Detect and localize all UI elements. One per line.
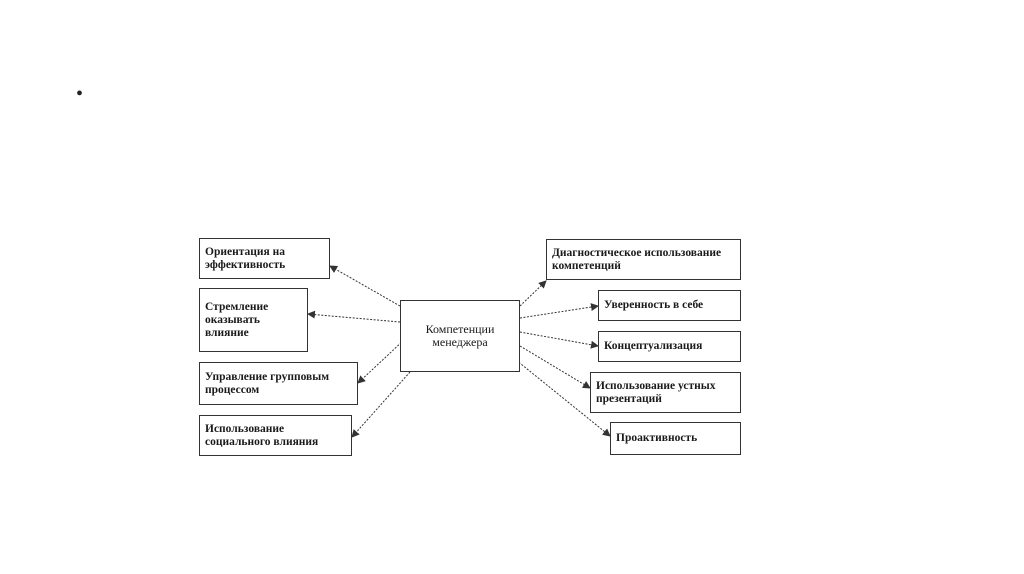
right-node-4: Использование устных презентаций	[590, 372, 741, 413]
left-node-1-label: Ориентация на эффективность	[205, 245, 286, 271]
left-node-4-label: Использование социального влияния	[205, 422, 319, 448]
connector-left-2	[307, 310, 401, 323]
right-node-1: Диагностическое использование компетенци…	[546, 239, 741, 280]
center-node: Компетенции менеджера	[400, 300, 520, 372]
left-node-2-label: Стремление оказывать влияние	[205, 300, 269, 339]
connector-left-3	[357, 339, 405, 384]
bullet-marker: •	[76, 83, 84, 105]
left-node-3: Управление групповым процессом	[199, 362, 358, 405]
right-node-2: Уверенность в себе	[598, 290, 741, 321]
right-node-3-label: Концептуализация	[604, 340, 703, 352]
connector-right-5	[515, 359, 611, 437]
left-node-1: Ориентация на эффективность	[199, 238, 330, 279]
center-node-label: Компетенции менеджера	[425, 322, 495, 349]
left-node-2: Стремление оказывать влияние	[199, 288, 308, 352]
right-node-4-label: Использование устных презентаций	[596, 379, 716, 405]
connector-left-4	[351, 371, 411, 438]
connector-right-2	[519, 303, 599, 319]
right-node-1-label: Диагностическое использование компетенци…	[552, 246, 722, 272]
right-node-5-label: Проактивность	[616, 432, 698, 444]
connector-right-3	[519, 331, 599, 349]
left-node-3-label: Управление групповым процессом	[205, 370, 330, 396]
right-node-3: Концептуализация	[598, 331, 741, 362]
right-node-5: Проактивность	[610, 422, 741, 455]
connector-right-1	[519, 280, 547, 307]
right-node-2-label: Уверенность в себе	[604, 299, 704, 311]
connector-right-4	[519, 345, 591, 389]
left-node-4: Использование социального влияния	[199, 415, 352, 456]
connector-left-1	[329, 265, 401, 307]
